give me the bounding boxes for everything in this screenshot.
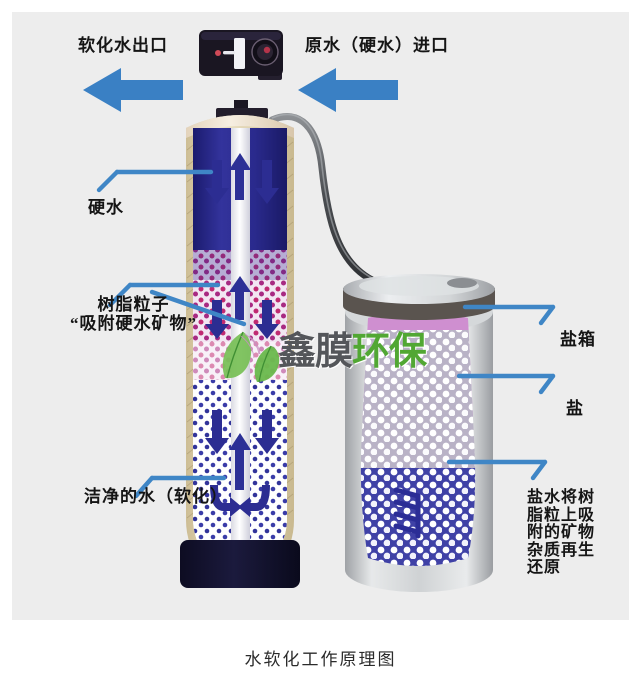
leader-brine-diagonal	[530, 459, 548, 481]
label-clean-water: 洁净的水（软化）	[84, 487, 228, 506]
raw-water-inlet-arrow	[298, 68, 398, 112]
label-soft-water-outlet: 软化水出口	[78, 36, 168, 55]
figure-caption: 水软化工作原理图	[244, 650, 397, 669]
leader-salt-diagonal	[538, 373, 556, 395]
leader-resin-diagonal	[107, 282, 133, 308]
brine-line-3: 附的矿物	[527, 524, 596, 542]
brine-line-5: 还原	[527, 559, 562, 577]
brine-connector-tube	[268, 113, 466, 296]
resin-tank-base	[180, 540, 300, 588]
label-hard-water: 硬水	[88, 198, 124, 217]
flow-arrows-up	[229, 153, 251, 490]
label-salt-tank: 盐箱	[560, 330, 596, 349]
valve-indicator-light	[215, 50, 221, 56]
leader-clean-diagonal	[133, 475, 155, 499]
brine-flow-arrows	[393, 487, 421, 539]
leaf-logo-icon	[222, 331, 280, 383]
watermark-text: 鑫膜环保	[278, 331, 427, 373]
label-resin-beads-line2: “吸附硬水矿物”	[70, 314, 197, 334]
brine-line-1: 盐水将树	[527, 489, 596, 506]
label-raw-water-inlet: 原水（硬水）进口	[305, 36, 449, 55]
leader-salt-tank-diagonal	[538, 304, 556, 326]
image-panel	[12, 12, 629, 620]
watermark-green-text: 环保	[352, 331, 427, 373]
salt-tank-body	[343, 274, 495, 592]
brine-line-2: 脂粒上吸	[527, 506, 596, 524]
label-salt: 盐	[566, 399, 584, 418]
lid-fitting	[447, 278, 477, 288]
soft-water-outlet-arrow	[83, 68, 183, 112]
label-brine-regeneration: 盐水将树 脂粒上吸 附的矿物 杂质再生 还原	[527, 489, 603, 577]
label-resin-beads: 树脂粒子 “吸附硬水矿物”	[70, 295, 197, 333]
flow-arrows-uturn	[210, 485, 270, 517]
salt-tank-lid	[343, 274, 495, 320]
brine-line-4: 杂质再生	[527, 541, 596, 559]
flow-arrows-down	[205, 160, 279, 454]
label-resin-beads-line1: 树脂粒子	[97, 295, 170, 314]
leader-resin-lower	[149, 289, 247, 327]
leader-lines	[96, 169, 556, 499]
watermark-dark-text: 鑫膜	[278, 331, 353, 373]
leader-hard-water-diagonal	[96, 169, 120, 193]
